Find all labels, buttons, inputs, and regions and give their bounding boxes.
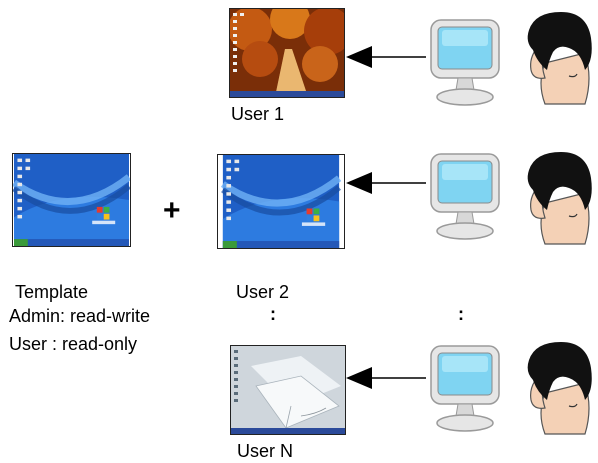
ellipsis-clients: : — [458, 304, 464, 324]
person-head-icon — [527, 341, 593, 435]
arrow-user-n — [346, 367, 426, 389]
admin-permission-label: Admin: read-write — [9, 306, 151, 326]
arrow-user-1 — [346, 46, 426, 68]
user-1-label: User 1 — [231, 104, 285, 124]
user-2-desktop-thumbnail — [217, 154, 345, 249]
plus-sign: + — [163, 194, 181, 227]
template-desktop-thumbnail — [12, 153, 131, 247]
book-wallpaper — [231, 346, 345, 434]
windows-xp-wallpaper — [218, 155, 344, 248]
person-head-icon — [527, 151, 593, 245]
monitor-icon — [430, 345, 500, 432]
autumn-wallpaper — [230, 9, 344, 97]
user-n-label: User N — [237, 441, 294, 461]
monitor-icon — [430, 153, 500, 240]
arrow-user-2 — [346, 172, 426, 194]
monitor-icon — [430, 19, 500, 106]
ellipsis-desktops: : — [270, 304, 276, 324]
person-head-icon — [527, 11, 593, 105]
windows-xp-wallpaper — [13, 154, 130, 246]
user-1-desktop-thumbnail — [229, 8, 345, 98]
user-2-label: User 2 — [236, 282, 290, 302]
user-n-desktop-thumbnail — [230, 345, 346, 435]
user-permission-label: User : read-only — [9, 334, 138, 354]
template-label: Template — [15, 282, 89, 302]
